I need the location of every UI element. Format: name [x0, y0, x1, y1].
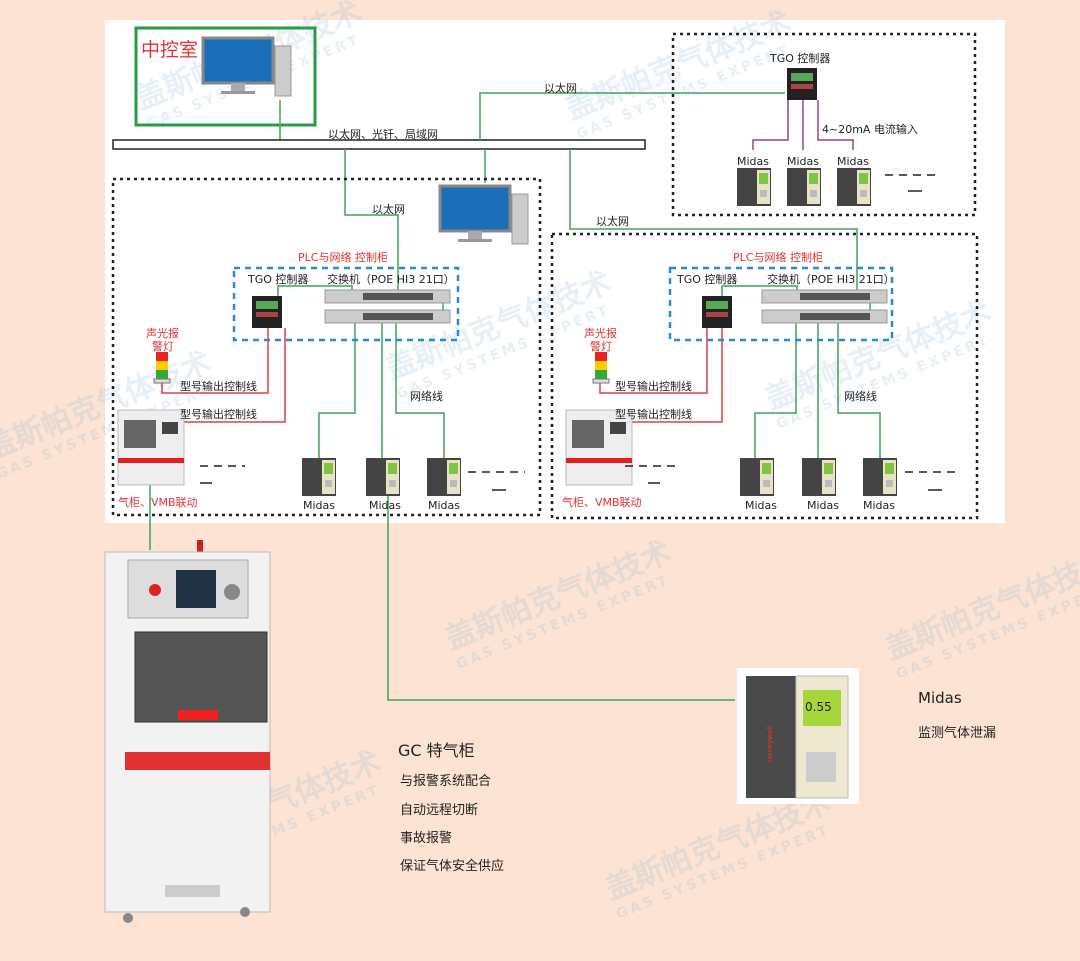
- diagram-panel: [105, 20, 1005, 523]
- gc-feature: 与报警系统配合: [400, 774, 492, 789]
- control-line-label: 型号输出控制线: [180, 380, 257, 393]
- current-input-label: 4~20mA 电流输入: [822, 123, 918, 136]
- ethernet-label: 以太网: [372, 203, 405, 216]
- midas-label: Midas: [428, 499, 461, 512]
- switch-label: 交换机（POE HI3 21口）: [767, 273, 895, 286]
- left-zone: [111, 177, 542, 517]
- alarm-light-label: 警灯: [590, 340, 612, 353]
- alarm-light-label: 警灯: [152, 340, 174, 353]
- control-room-computer: [201, 36, 293, 98]
- midas-detail-image: [737, 668, 859, 804]
- control-line-label: 型号输出控制线: [615, 380, 692, 393]
- midas-description: 监测气体泄漏: [918, 726, 997, 741]
- midas-title: Midas: [918, 689, 962, 707]
- midas-label: Midas: [303, 499, 336, 512]
- ethernet-label: 以太网: [544, 82, 577, 95]
- tgo-label: TGO 控制器: [248, 273, 309, 286]
- gc-feature: 保证气体安全供应: [400, 859, 505, 874]
- tgo-label: TGO 控制器: [770, 52, 831, 65]
- midas-label: Midas: [369, 499, 402, 512]
- alarm-light-label: 声光报: [146, 327, 179, 340]
- tgo-label: TGO 控制器: [677, 273, 738, 286]
- plc-cabinet-label: PLC与网络 控制柜: [733, 251, 823, 264]
- gc-feature: 事故报警: [400, 831, 453, 846]
- control-room-box: [134, 26, 317, 127]
- midas-display-value: 0.55: [805, 700, 832, 714]
- network-cable-label: 网络线: [410, 390, 443, 403]
- control-room-label: 中控室: [141, 39, 199, 61]
- midas-brand: Honeywell: [766, 725, 775, 763]
- gc-feature: 自动远程切断: [400, 803, 479, 818]
- top-right-zone: [671, 32, 977, 217]
- midas-label: Midas: [737, 155, 770, 168]
- ethernet-label: 以太网: [596, 215, 629, 228]
- gc-cabinet: [104, 540, 271, 923]
- gc-title: GC 特气柜: [398, 741, 475, 760]
- midas-label: Midas: [787, 155, 820, 168]
- alarm-light-label: 声光报: [584, 327, 617, 340]
- ethernet-bus: [112, 139, 646, 150]
- bus-label: 以太网、光钎、局域网: [328, 128, 438, 141]
- network-cable-label: 网络线: [844, 390, 877, 403]
- switch-label: 交换机（POE HI3 21口）: [327, 273, 455, 286]
- control-line-label: 型号输出控制线: [180, 408, 257, 421]
- midas-label: Midas: [863, 499, 896, 512]
- midas-label: Midas: [745, 499, 778, 512]
- control-line-label: 型号输出控制线: [615, 408, 692, 421]
- vmb-label: 气柜、VMB联动: [562, 496, 642, 509]
- right-zone: [550, 232, 979, 520]
- midas-label: Midas: [807, 499, 840, 512]
- vmb-label: 气柜、VMB联动: [118, 496, 198, 509]
- plc-cabinet-label: PLC与网络 控制柜: [298, 251, 388, 264]
- midas-label: Midas: [837, 155, 870, 168]
